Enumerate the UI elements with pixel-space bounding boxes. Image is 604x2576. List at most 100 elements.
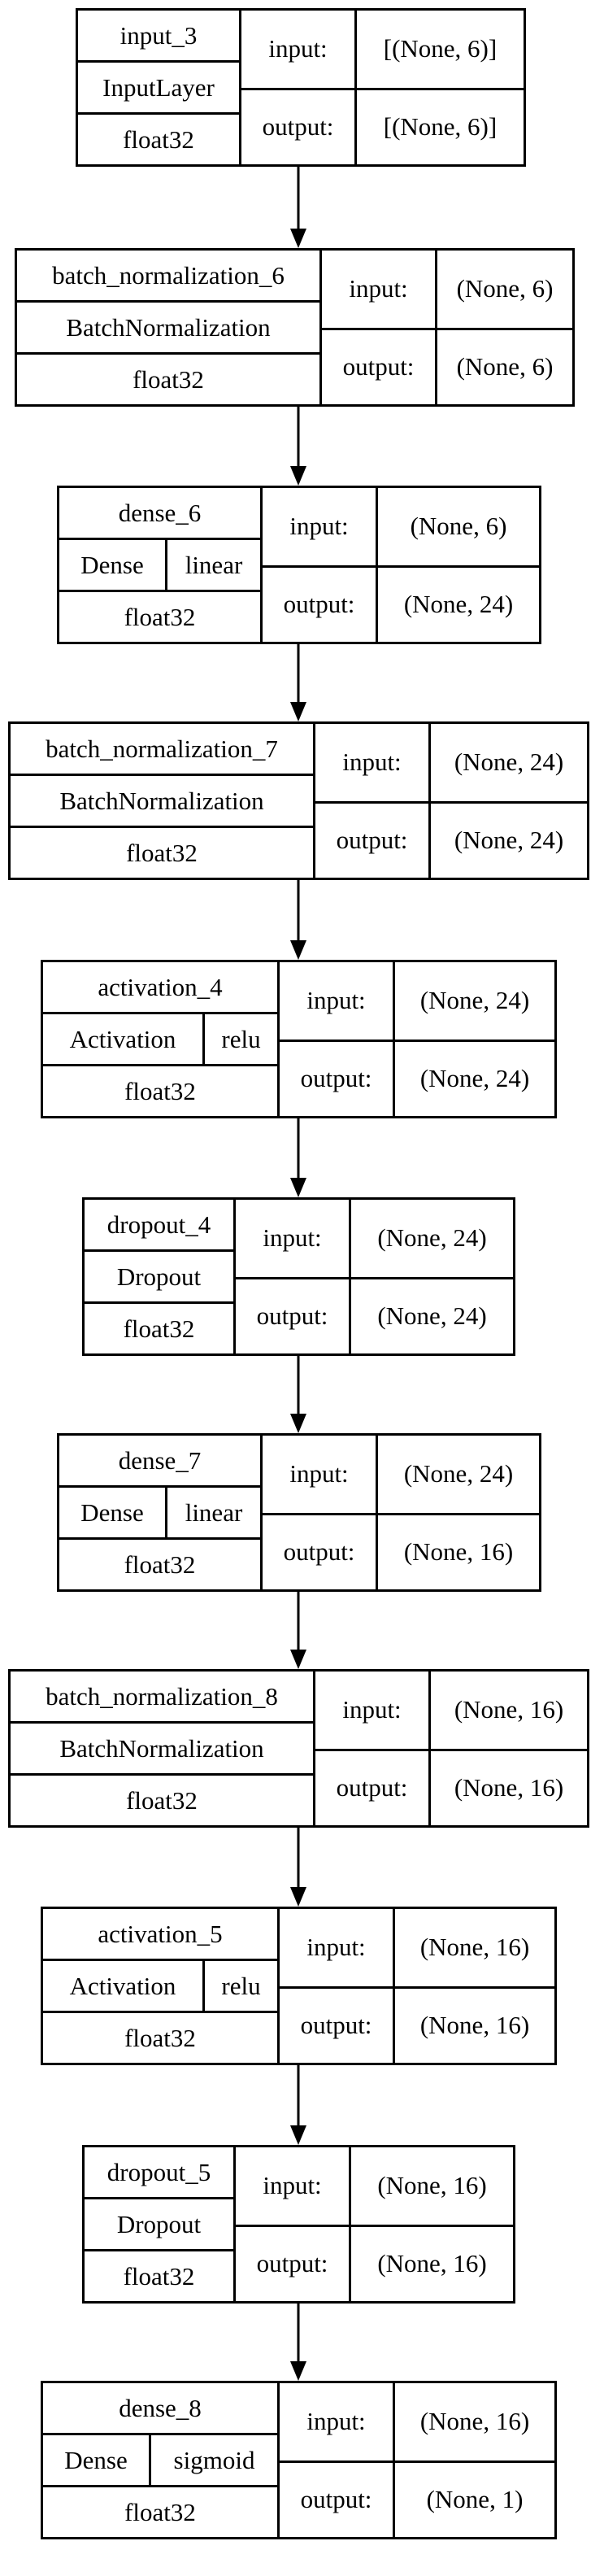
input-shape-row: input: [(None, 6)] [241, 11, 524, 88]
output-label: output: [236, 2226, 351, 2301]
layer-shapes: input:(None, 24)output:(None, 24) [315, 724, 587, 878]
layer-name: activation_5 [98, 1919, 223, 1948]
output-shape: (None, 24) [403, 590, 514, 619]
layer-shapes: input:(None, 24)output: (None, 24) [280, 962, 554, 1116]
layer-shapes: input:(None, 16)output: (None, 16) [280, 1909, 554, 2063]
layer-type: BatchNormalization [11, 774, 313, 826]
input-shape-row: input:(None, 24) [263, 1436, 539, 1513]
input-label: input: [315, 1672, 431, 1749]
layer-type: Dense [80, 1497, 144, 1527]
layer-shapes: input:(None, 16)output:(None, 16) [315, 1672, 587, 1825]
output-shape: (None, 16) [403, 1537, 514, 1567]
layer-name: dropout_5 [106, 2157, 211, 2186]
output-shape: (None, 24) [419, 1064, 530, 1093]
input-label: input: [280, 2383, 395, 2460]
output-shape-row: output: (None, 24) [280, 1039, 554, 1116]
layer-activation: relu [202, 1014, 277, 1064]
layer-shapes: input:[(None, 6)]output:[(None, 6)] [241, 11, 524, 164]
output-shape: [(None, 6)] [383, 112, 498, 142]
input-shape: [(None, 6)] [383, 34, 498, 63]
input-shape: (None, 6) [456, 274, 554, 303]
layer-dtype: float32 [85, 1301, 233, 1353]
layer-dtype: float32 [43, 2011, 277, 2063]
input-label: input: [322, 251, 437, 328]
layer-dtype: float32 [17, 352, 319, 404]
layer-name: batch_normalization_7 [46, 734, 278, 763]
edge-arrowhead [290, 702, 306, 721]
layer-shapes: input:(None, 6)output:(None, 24) [263, 488, 539, 642]
input-label: input: [263, 488, 378, 565]
output-label: output: [263, 1515, 378, 1589]
layer-dtype: float32 [59, 590, 260, 642]
edge-arrowhead [290, 1178, 306, 1197]
output-shape: (None, 6) [456, 352, 554, 381]
input-shape: (None, 16) [419, 2407, 530, 2436]
output-shape-row: output: (None, 24) [236, 1276, 513, 1353]
output-shape: (None, 16) [419, 2011, 530, 2040]
output-label: output: [280, 1988, 395, 2063]
edge-arrowhead [290, 1887, 306, 1907]
input-shape-row: input: (None, 16) [280, 2383, 554, 2460]
input-shape-row: input:(None, 16) [280, 1909, 554, 1986]
layer-shapes: input:(None, 16)output:(None, 1) [280, 2383, 554, 2537]
layer-activation: sigmoid [149, 2435, 277, 2485]
output-shape: (None, 24) [377, 1301, 487, 1331]
layer-dtype: float32 [59, 1537, 260, 1589]
edge-arrowhead [290, 466, 306, 486]
layer-type: Dropout [85, 2197, 233, 2249]
layer-name: input_3 [119, 20, 198, 50]
layer-name: dense_8 [119, 2393, 202, 2422]
edge-arrowhead [290, 1650, 306, 1669]
input-label: input: [241, 11, 357, 88]
layer-name: dense_7 [118, 1445, 202, 1475]
input-label: input: [236, 1200, 351, 1277]
input-shape-row: input: (None, 6) [322, 251, 572, 328]
layer-dtype: float32 [11, 1773, 313, 1825]
layer-name: dropout_4 [106, 1210, 211, 1239]
input-label: input: [315, 724, 431, 801]
edge-arrowhead [290, 229, 306, 248]
input-shape: (None, 24) [454, 748, 564, 777]
output-shape-row: output:[(None, 6)] [241, 87, 524, 164]
input-shape-row: input:(None, 16) [236, 2147, 513, 2225]
layer-type: Activation [69, 1971, 176, 2000]
input-label: input: [280, 1909, 395, 1986]
output-label: output: [280, 1041, 395, 1116]
output-label: output: [236, 1279, 351, 1353]
input-shape: (None, 24) [403, 1459, 514, 1489]
output-label: output: [315, 1750, 431, 1825]
input-shape-row: input:(None, 24) [280, 962, 554, 1040]
layer-dtype: float32 [78, 112, 239, 164]
layer-shapes: input:(None, 24)output: (None, 16) [263, 1436, 539, 1589]
input-shape-row: input:(None, 24) [236, 1200, 513, 1277]
output-shape-row: output:(None, 24) [263, 564, 539, 642]
layer-activation: linear [165, 540, 260, 590]
output-shape: (None, 24) [454, 826, 564, 855]
output-shape-row: output: (None, 16) [280, 1985, 554, 2063]
layer-type: Dropout [85, 1249, 233, 1301]
output-label: output: [322, 329, 437, 404]
layer-name: batch_normalization_6 [52, 260, 285, 290]
layer-type: Activation [69, 1024, 176, 1053]
layer-type-row: Dense linear [59, 538, 260, 590]
layer-type: BatchNormalization [11, 1721, 313, 1773]
layer-type: Dense [80, 550, 144, 579]
